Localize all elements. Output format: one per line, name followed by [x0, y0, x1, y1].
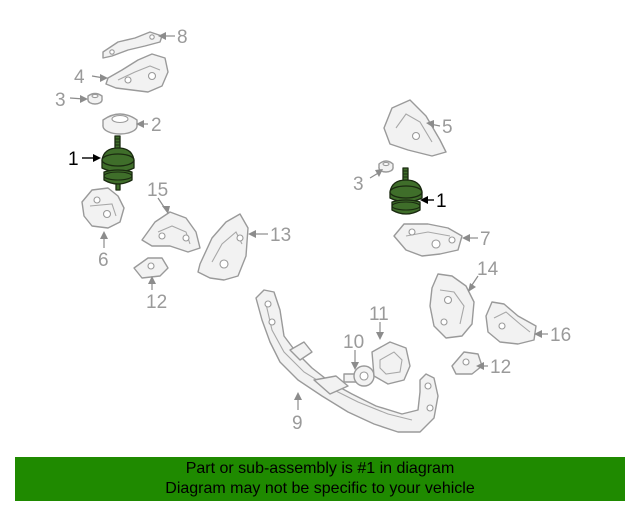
part-7-bracket[interactable]: [393, 223, 463, 257]
part-14-bracket[interactable]: [429, 273, 475, 339]
callout-2[interactable]: 2: [151, 115, 162, 136]
callout-numbers: 8 4 3 2 1 6 15 13 12 9 10 11 5 3 1 7 14 …: [55, 27, 571, 434]
callout-8[interactable]: 8: [177, 27, 188, 48]
part-13-bracket[interactable]: [197, 213, 249, 281]
callout-12-left[interactable]: 12: [146, 292, 167, 313]
callout-15[interactable]: 15: [147, 180, 168, 201]
part-12-bracket-right[interactable]: [451, 351, 483, 375]
part-2-washer[interactable]: [102, 113, 138, 135]
part-4-bracket[interactable]: [105, 53, 169, 93]
callout-1-left[interactable]: 1: [68, 149, 79, 170]
callout-12-right[interactable]: 12: [490, 357, 511, 378]
part-8-plate[interactable]: [102, 31, 163, 59]
part-10-mount[interactable]: [343, 365, 375, 387]
part-12-bracket-left[interactable]: [133, 257, 169, 279]
part-15-bracket[interactable]: [141, 211, 201, 253]
disclaimer-banner: Part or sub-assembly is #1 in diagram Di…: [15, 457, 625, 501]
callout-4[interactable]: 4: [74, 67, 85, 88]
part-5-bracket[interactable]: [383, 99, 447, 157]
callout-10[interactable]: 10: [343, 332, 364, 353]
callout-14[interactable]: 14: [477, 259, 499, 280]
callout-3-right[interactable]: 3: [353, 174, 364, 195]
callout-13[interactable]: 13: [270, 225, 291, 246]
callout-5[interactable]: 5: [442, 117, 453, 138]
parts-diagram: 8 4 3 2 1 6 15 13 12 9 10 11 5 3 1 7 14 …: [55, 27, 571, 434]
leader-lines: [69, 32, 548, 410]
part-3-cap-left[interactable]: [87, 92, 103, 105]
banner-line-1: Part or sub-assembly is #1 in diagram: [185, 460, 455, 477]
callout-3-left[interactable]: 3: [55, 90, 66, 111]
part-6-bracket[interactable]: [81, 187, 125, 229]
part-11-insulator[interactable]: [371, 341, 411, 385]
part-9-crossmember[interactable]: [255, 289, 439, 433]
callout-6[interactable]: 6: [98, 250, 109, 271]
banner-line-2: Diagram may not be specific to your vehi…: [165, 480, 475, 497]
callout-16[interactable]: 16: [550, 325, 571, 346]
callout-9[interactable]: 9: [292, 413, 303, 434]
callout-11[interactable]: 11: [369, 304, 389, 325]
callout-7[interactable]: 7: [480, 229, 491, 250]
part-16-bracket[interactable]: [485, 301, 537, 345]
part-1-mount-right[interactable]: [389, 167, 423, 215]
part-1-mount-left[interactable]: [101, 135, 135, 191]
callout-1-right[interactable]: 1: [436, 191, 447, 212]
